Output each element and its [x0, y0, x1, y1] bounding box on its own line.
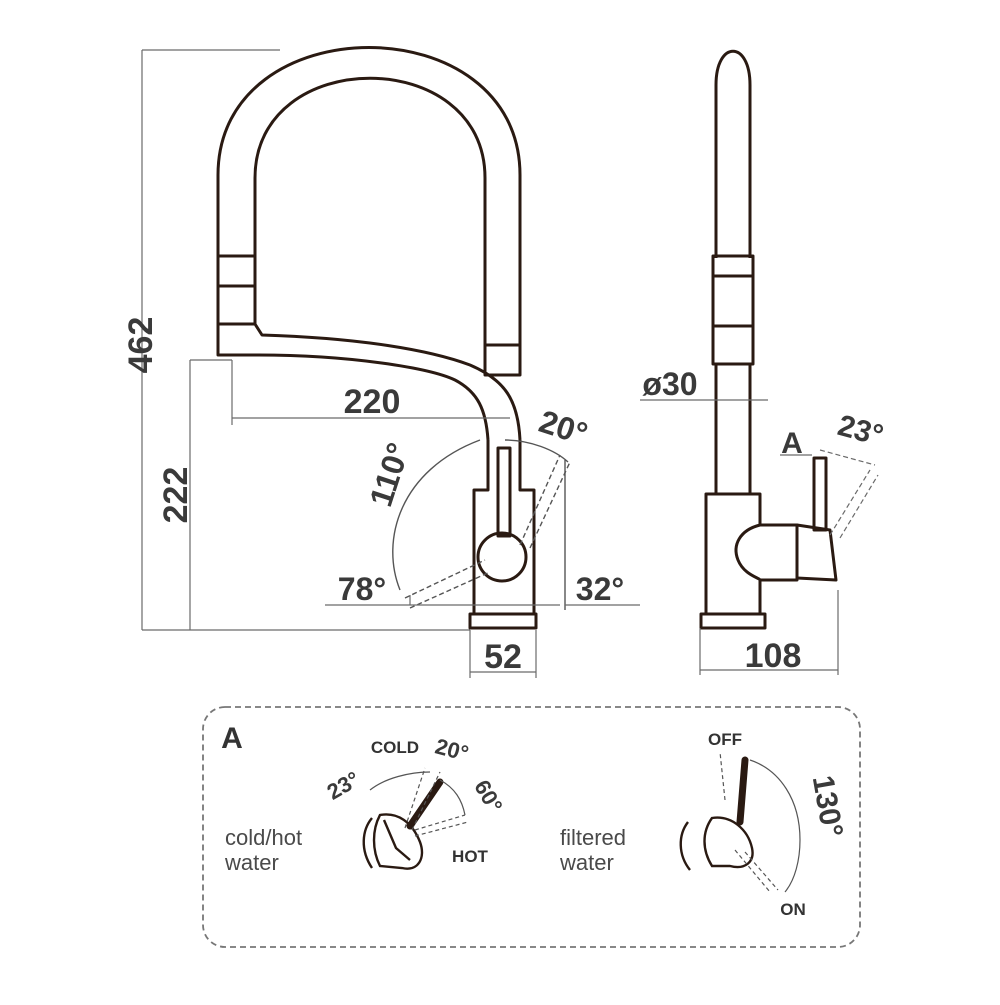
- dashed-lever-20: [519, 454, 561, 546]
- side-collar-top: [711, 254, 755, 278]
- filter-angle-guides: [719, 751, 801, 893]
- mixer-angle-60: 60°: [469, 776, 507, 817]
- dashed-lever-78: [404, 559, 486, 599]
- mixer-angle-23: 23°: [323, 766, 364, 804]
- angle-23-side: 23°: [834, 409, 886, 453]
- dim-220: 220: [344, 383, 401, 421]
- spout-outer-arch: [216, 46, 522, 345]
- dashed-lever-20b: [529, 461, 571, 549]
- handle-knob: [476, 531, 528, 583]
- label-hot: HOT: [452, 847, 489, 866]
- filter-angle-130: 130°: [806, 773, 849, 840]
- angle-78: 78°: [338, 571, 386, 607]
- mixer-handle-drawing: [362, 778, 444, 870]
- arc-110: [392, 439, 481, 591]
- angle-20-front: 20°: [535, 403, 592, 452]
- handle-lever: [496, 446, 512, 538]
- spout-inner-arch: [253, 76, 487, 345]
- side-collar-bottom: [711, 324, 755, 366]
- mixer-angle-20: 20°: [433, 733, 472, 766]
- label-on: ON: [780, 900, 806, 919]
- caption-cold-hot-2: water: [224, 850, 279, 875]
- spout-arm: [216, 323, 522, 441]
- side-detail-ref-a: A: [781, 427, 803, 460]
- side-handle-cap: [796, 523, 838, 582]
- side-handle-housing: [734, 523, 762, 582]
- faucet-base: [468, 612, 538, 630]
- angle-110: 110°: [362, 438, 416, 510]
- caption-cold-hot-1: cold/hot: [225, 825, 302, 850]
- dashed-lever-78b: [409, 571, 491, 609]
- side-hose: [714, 49, 752, 258]
- angle-32: 32°: [576, 571, 624, 607]
- side-dimension-lines: [640, 399, 879, 675]
- detail-a-label: A: [221, 722, 243, 755]
- side-body: [704, 492, 799, 616]
- front-dimension-lines: [141, 49, 640, 678]
- label-cold: COLD: [371, 738, 419, 757]
- caption-filtered-1: filtered: [560, 825, 626, 850]
- side-view-faucet: [699, 49, 838, 630]
- spout-collar-top: [216, 254, 257, 288]
- side-base: [699, 612, 767, 630]
- filter-handle-drawing: [679, 756, 754, 871]
- label-off: OFF: [708, 730, 742, 749]
- dim-222: 222: [157, 467, 195, 524]
- side-collar-mid: [711, 274, 755, 328]
- mixer-angle-guides: [369, 767, 469, 837]
- dim-diameter-30: ø30: [642, 366, 697, 402]
- arc-20: [504, 439, 569, 463]
- spout-collar-bottom: [216, 284, 257, 326]
- front-view-faucet: [216, 46, 538, 630]
- dim-52: 52: [484, 638, 522, 676]
- dim-108: 108: [745, 637, 802, 675]
- spout-neck-collar: [483, 343, 522, 377]
- front-handle-angle-guides: [392, 439, 571, 610]
- detail-a-box: [202, 706, 861, 948]
- faucet-body: [472, 440, 536, 616]
- dim-462: 462: [122, 317, 160, 374]
- caption-filtered-2: water: [559, 850, 614, 875]
- side-lever: [812, 456, 828, 532]
